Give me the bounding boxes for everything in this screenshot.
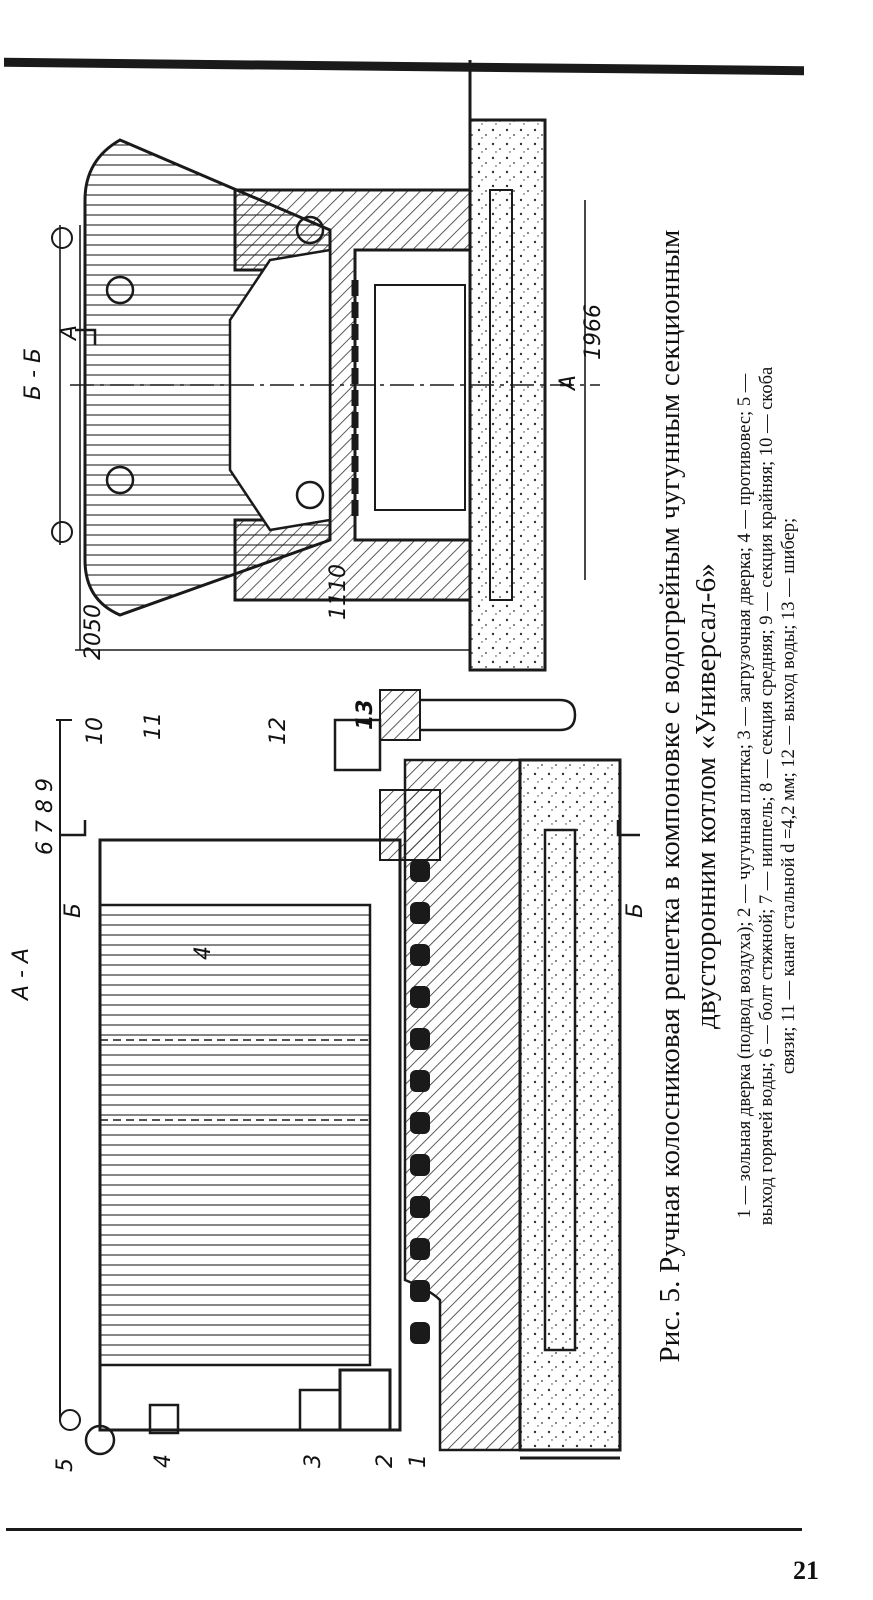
grate-bars	[410, 860, 430, 1344]
label-2: 2	[373, 1454, 398, 1468]
lining-hatch	[403, 758, 522, 1452]
bottom-rule	[6, 1528, 802, 1531]
label-13: 13	[353, 699, 378, 730]
legend-line-3: связи; 11 — канат стальной d =4,2 мм; 12…	[779, 517, 799, 1075]
label-inner-4: 4	[191, 946, 216, 960]
label-cut-b-top: Б	[61, 903, 86, 918]
label-11: 11	[141, 712, 166, 740]
figure-title: Рис. 5. Ручная колосниковая решетка в ко…	[648, 86, 724, 1506]
label-cut-a-bottom: А	[556, 375, 581, 392]
label-4: 4	[151, 1454, 176, 1468]
label-cut-b-bottom: Б	[623, 903, 648, 918]
lining-block	[379, 789, 441, 861]
foundation-slab	[518, 758, 622, 1452]
dim-1110: 1110	[326, 564, 351, 620]
label-10: 10	[83, 717, 108, 745]
foundation-channel	[543, 828, 577, 1352]
figure-caption: Рис. 5. Ручная колосниковая решетка в ко…	[648, 86, 808, 1506]
label-section-b: Б - Б	[21, 348, 46, 400]
dim-1966: 1966	[581, 304, 606, 360]
figure-title-line-2: двусторонним котлом «Универсал-6»	[690, 563, 722, 1029]
label-3: 3	[301, 1454, 326, 1468]
section-b-b-drawing	[51, 60, 600, 672]
label-section-a: А - А	[9, 948, 34, 1002]
legend-line-1: 1 — зольная дверка (подвод воздуха); 2 —…	[735, 373, 755, 1219]
figure-title-line-1: Рис. 5. Ручная колосниковая решетка в ко…	[654, 229, 686, 1363]
dim-2050: 2050	[81, 604, 106, 660]
legend-line-2: выход горячей воды; 6 — болт стяжной; 7 …	[757, 366, 777, 1226]
drawing-labels: А - А Б Б 4 6 7 8 9 1 2 3 4 5 10 11 12 1…	[9, 304, 648, 1472]
label-12: 12	[266, 717, 291, 745]
figure-legend: 1 — зольная дверка (подвод воздуха); 2 —…	[734, 86, 800, 1506]
label-1: 1	[406, 1454, 431, 1468]
boiler-sections	[98, 903, 372, 1367]
label-6789: 6 7 8 9	[33, 778, 58, 855]
label-5: 5	[53, 1458, 78, 1472]
section-a-a-drawing	[56, 689, 640, 1460]
label-cut-a-top: А	[57, 325, 82, 342]
page-number: 21	[793, 1556, 819, 1585]
